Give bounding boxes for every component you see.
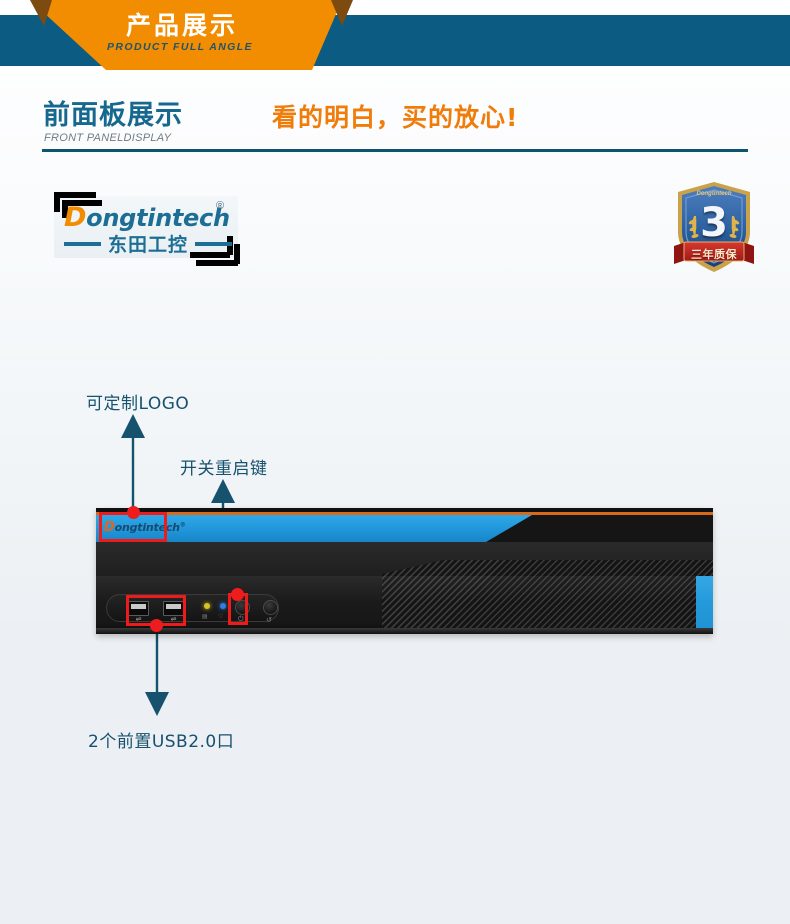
logo-dash-right-icon <box>195 241 233 246</box>
section-divider <box>42 149 748 152</box>
logo-corner-bracket-bottom-right-blue <box>190 252 230 258</box>
section-title-cn: 前面板展示 <box>43 100 183 131</box>
arrow-up-icon <box>121 414 145 438</box>
logo-cn-row: 东田工控 <box>64 230 233 257</box>
power-led-indicator <box>220 603 226 609</box>
warranty-badge: Dongtintech 3 三年质保 <box>672 180 756 276</box>
reset-button-icon: ↺ <box>266 617 272 624</box>
badge-years: 3 <box>700 200 728 246</box>
logo-corner-bracket-bottom-right-orange-v <box>234 244 240 264</box>
chassis-right-blue-edge <box>696 576 713 634</box>
logo-letter-d: D <box>64 202 87 233</box>
power-led-glyph-icon: ♡ <box>218 614 224 620</box>
logo-corner-bracket-top-left-orange-v <box>54 192 60 212</box>
hdd-led-glyph-icon: ▤ <box>202 614 208 620</box>
brand-logo: Dongtintech ® 东田工控 <box>48 186 244 270</box>
banner-title-en: PRODUCT FULL ANGLE <box>107 41 253 53</box>
callout-dot-usb <box>150 619 163 632</box>
logo-plate <box>54 196 238 258</box>
badge-warranty-text: 三年质保 <box>691 248 737 261</box>
arrow-down-icon <box>145 692 169 716</box>
section-slogan: 看的明白，买的放心! <box>272 103 519 132</box>
logo-corner-bracket-bottom-right-orange <box>196 260 238 266</box>
power-button-icon: ⏻ <box>238 616 244 623</box>
usb-port-2[interactable] <box>163 601 184 616</box>
section-title-en: FRONT PANELDISPLAY <box>44 132 172 144</box>
annotation-label-power: 开关重启键 <box>180 459 268 479</box>
logo-name-cn: 东田工控 <box>108 234 189 256</box>
badge-brand-text: Dongtintech <box>696 191 732 197</box>
logo-corner-bracket-top-left-blue-v <box>62 200 68 218</box>
logo-wordmark: Dongtintech <box>64 202 230 233</box>
arrow-up-icon <box>211 479 235 503</box>
chassis-brand-logo: Dongtintech® <box>104 520 186 535</box>
chassis-logo-rest: ongtintech <box>114 521 180 534</box>
chassis-vent-mesh <box>382 560 713 634</box>
registered-trademark-icon: ® <box>216 200 225 212</box>
page-banner: 产品展示 PRODUCT FULL ANGLE <box>0 0 790 70</box>
logo-corner-bracket-bottom-right-blue-v <box>227 236 233 255</box>
annotation-label-usb: 2个前置USB2.0口 <box>88 732 235 752</box>
chassis-logo-letter-d: D <box>104 520 115 535</box>
callout-dot-power <box>231 588 244 601</box>
logo-wordmark-rest: ongtintech <box>86 204 230 232</box>
usb-symbol-icon-2: ⇌ <box>170 616 177 623</box>
chassis-bottom-edge <box>96 628 713 634</box>
chassis-orange-accent-line <box>96 512 713 515</box>
chassis-logo-registered-icon: ® <box>179 521 186 529</box>
annotation-label-logo: 可定制LOGO <box>86 394 190 414</box>
chassis-front-panel: Dongtintech® ⇌ ⇌ ▤ ♡ ⏻ ↺ <box>96 508 713 634</box>
logo-dash-left-icon <box>64 241 101 246</box>
callout-dot-logo <box>127 506 140 519</box>
banner-title-cn: 产品展示 <box>125 11 238 40</box>
shield-icon <box>674 182 754 272</box>
hdd-led-indicator <box>204 603 210 609</box>
usb-symbol-icon-1: ⇌ <box>135 616 142 623</box>
chassis-top-edge <box>96 508 713 512</box>
chassis-reset-button[interactable] <box>263 600 278 615</box>
logo-corner-bracket-top-left-orange <box>54 192 96 198</box>
